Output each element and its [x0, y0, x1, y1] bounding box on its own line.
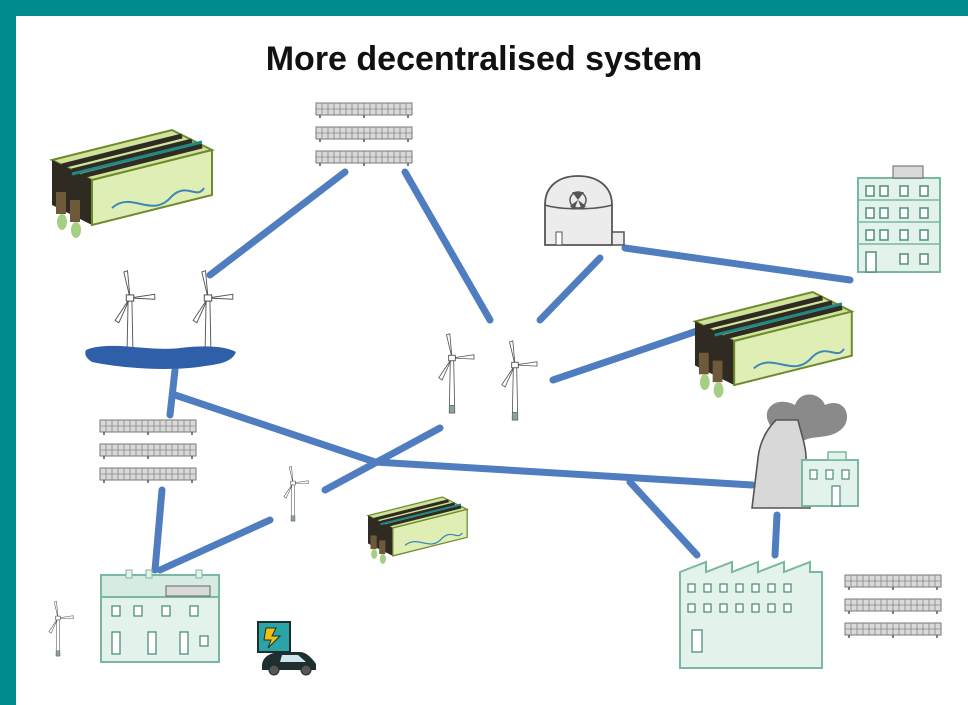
link-solar-top-offshore [206, 168, 349, 279]
wind-turbine-icon [283, 465, 309, 522]
link-offshore-power-station [171, 391, 379, 466]
battery-storage-icon [366, 495, 469, 566]
link-solar-left-houses [151, 486, 166, 574]
network-links [151, 168, 854, 574]
diagram-title: More decentralised system [265, 40, 703, 78]
link-small-turbine-turbines [321, 424, 444, 494]
power-station-icon [751, 394, 859, 509]
battery-storage-icon [52, 130, 212, 238]
ev-charger-icon [257, 621, 316, 676]
nuclear-plant-icon [544, 175, 625, 246]
wind-turbine-icon [501, 340, 538, 421]
apartment-building-icon [857, 165, 941, 273]
battery-storage-icon [695, 292, 852, 398]
solar-panel-array-icon [316, 103, 412, 166]
solar-panel-array-icon [845, 575, 941, 638]
terraced-houses-icon [100, 569, 220, 663]
link-houses-small-turbine [156, 516, 274, 574]
link-turbines-battery-right [549, 326, 704, 384]
link-nuclear-apartments [621, 244, 854, 284]
link-power-station-factory [771, 511, 781, 559]
link-crossing-power-station [371, 458, 756, 489]
link-offshore-solar-left [166, 366, 179, 419]
wind-turbine-icon [48, 600, 74, 657]
wind-turbine-icon [438, 333, 475, 414]
solar-panel-array-icon [100, 420, 196, 483]
factory-icon [679, 560, 823, 669]
link-solar-top-turbines [401, 168, 494, 324]
link-nuclear-turbines [536, 254, 604, 324]
offshore-wind-farm-icon [85, 270, 236, 369]
link-junction-factory [626, 478, 701, 559]
